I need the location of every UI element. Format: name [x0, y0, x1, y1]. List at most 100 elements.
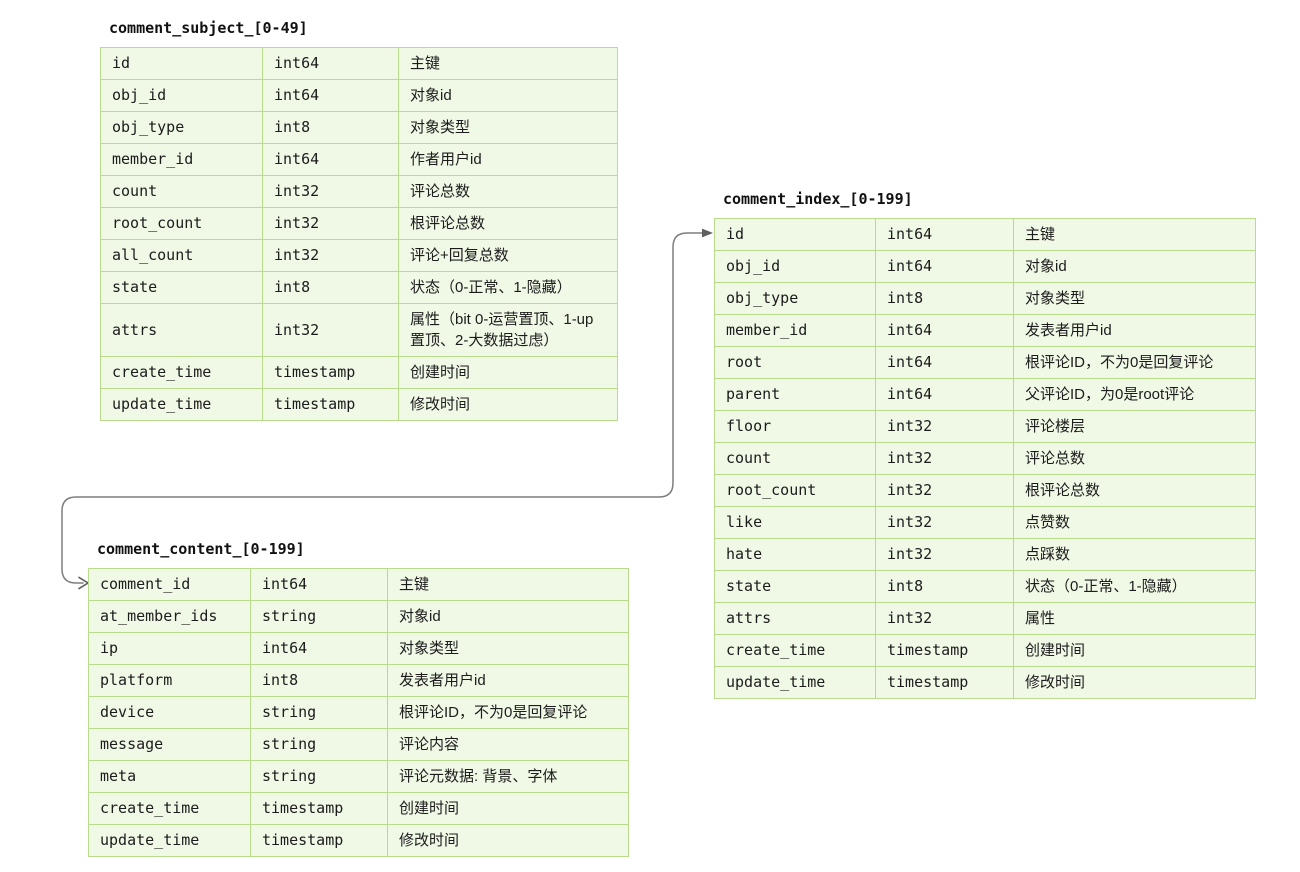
- table-row: all_count int32 评论+回复总数: [100, 239, 618, 272]
- field-type-cell: int8: [875, 570, 1014, 603]
- table-row: create_time timestamp 创建时间: [100, 356, 618, 389]
- table-row: hate int32 点踩数: [714, 538, 1256, 571]
- field-type-cell: int8: [262, 271, 399, 304]
- field-type-cell: int32: [262, 175, 399, 208]
- table-row: root_count int32 根评论总数: [100, 207, 618, 240]
- field-desc-cell: 作者用户id: [398, 143, 618, 176]
- field-type-cell: int64: [250, 568, 388, 601]
- field-desc-cell: 主键: [1013, 218, 1256, 251]
- field-desc-cell: 评论内容: [387, 728, 629, 761]
- table-row: parent int64 父评论ID，为0是root评论: [714, 378, 1256, 411]
- table-row: member_id int64 发表者用户id: [714, 314, 1256, 347]
- field-desc-cell: 修改时间: [1013, 666, 1256, 699]
- field-desc-cell: 创建时间: [387, 792, 629, 825]
- field-name-cell: at_member_ids: [88, 600, 251, 633]
- table-row: floor int32 评论楼层: [714, 410, 1256, 443]
- table-row: root_count int32 根评论总数: [714, 474, 1256, 507]
- table-row: member_id int64 作者用户id: [100, 143, 618, 176]
- field-name-cell: attrs: [100, 303, 263, 357]
- field-desc-cell: 创建时间: [398, 356, 618, 389]
- field-desc-cell: 对象id: [387, 600, 629, 633]
- field-type-cell: int32: [262, 239, 399, 272]
- table-row: create_time timestamp 创建时间: [88, 792, 629, 825]
- field-name-cell: create_time: [714, 634, 876, 667]
- entity-table-comment-index: id int64 主键 obj_id int64 对象id obj_type i…: [714, 218, 1256, 699]
- table-row: obj_type int8 对象类型: [100, 111, 618, 144]
- field-desc-cell: 属性: [1013, 602, 1256, 635]
- table-row: obj_type int8 对象类型: [714, 282, 1256, 315]
- field-desc-cell: 对象类型: [1013, 282, 1256, 315]
- field-desc-cell: 修改时间: [387, 824, 629, 857]
- field-type-cell: int32: [262, 303, 399, 357]
- field-type-cell: int64: [875, 218, 1014, 251]
- field-type-cell: int32: [875, 442, 1014, 475]
- field-type-cell: int8: [250, 664, 388, 697]
- field-name-cell: root: [714, 346, 876, 379]
- field-name-cell: all_count: [100, 239, 263, 272]
- field-name-cell: count: [714, 442, 876, 475]
- field-name-cell: meta: [88, 760, 251, 793]
- field-type-cell: int64: [250, 632, 388, 665]
- field-type-cell: int64: [262, 143, 399, 176]
- arrowhead-into-comment-content-icon: [78, 576, 90, 590]
- table-row: platform int8 发表者用户id: [88, 664, 629, 697]
- field-type-cell: int64: [875, 314, 1014, 347]
- field-type-cell: timestamp: [262, 356, 399, 389]
- field-type-cell: int32: [262, 207, 399, 240]
- field-name-cell: count: [100, 175, 263, 208]
- field-name-cell: like: [714, 506, 876, 539]
- table-row: update_time timestamp 修改时间: [88, 824, 629, 857]
- field-desc-cell: 属性（bit 0-运营置顶、1-up置顶、2-大数据过虑）: [398, 303, 618, 357]
- field-desc-cell: 点赞数: [1013, 506, 1256, 539]
- field-type-cell: int32: [875, 474, 1014, 507]
- field-type-cell: int64: [875, 346, 1014, 379]
- field-desc-cell: 根评论ID，不为0是回复评论: [387, 696, 629, 729]
- field-type-cell: int32: [875, 602, 1014, 635]
- table-row: count int32 评论总数: [100, 175, 618, 208]
- table-row: state int8 状态（0-正常、1-隐藏）: [714, 570, 1256, 603]
- entity-table-comment-subject: id int64 主键 obj_id int64 对象id obj_type i…: [100, 47, 618, 421]
- table-title-comment-subject: comment_subject_[0-49]: [109, 19, 308, 37]
- table-row: root int64 根评论ID，不为0是回复评论: [714, 346, 1256, 379]
- field-name-cell: state: [100, 271, 263, 304]
- field-desc-cell: 对象类型: [387, 632, 629, 665]
- field-type-cell: int8: [262, 111, 399, 144]
- field-desc-cell: 根评论ID，不为0是回复评论: [1013, 346, 1256, 379]
- field-desc-cell: 对象类型: [398, 111, 618, 144]
- field-name-cell: message: [88, 728, 251, 761]
- table-row: id int64 主键: [714, 218, 1256, 251]
- table-row: ip int64 对象类型: [88, 632, 629, 665]
- field-desc-cell: 点踩数: [1013, 538, 1256, 571]
- field-type-cell: int8: [875, 282, 1014, 315]
- field-name-cell: obj_id: [100, 79, 263, 112]
- field-type-cell: int32: [875, 538, 1014, 571]
- table-comment-subject: comment_subject_[0-49] id int64 主键 obj_i…: [100, 19, 618, 421]
- field-desc-cell: 发表者用户id: [1013, 314, 1256, 347]
- table-row: update_time timestamp 修改时间: [100, 388, 618, 421]
- table-row: at_member_ids string 对象id: [88, 600, 629, 633]
- table-row: attrs int32 属性（bit 0-运营置顶、1-up置顶、2-大数据过虑…: [100, 303, 618, 357]
- field-name-cell: parent: [714, 378, 876, 411]
- field-type-cell: int64: [262, 79, 399, 112]
- table-row: like int32 点赞数: [714, 506, 1256, 539]
- field-desc-cell: 发表者用户id: [387, 664, 629, 697]
- table-title-comment-content: comment_content_[0-199]: [97, 540, 305, 558]
- field-desc-cell: 主键: [387, 568, 629, 601]
- table-row: meta string 评论元数据: 背景、字体: [88, 760, 629, 793]
- field-name-cell: obj_id: [714, 250, 876, 283]
- field-name-cell: device: [88, 696, 251, 729]
- table-title-comment-index: comment_index_[0-199]: [723, 190, 913, 208]
- field-name-cell: platform: [88, 664, 251, 697]
- field-type-cell: timestamp: [875, 634, 1014, 667]
- field-name-cell: id: [714, 218, 876, 251]
- field-type-cell: timestamp: [250, 792, 388, 825]
- field-name-cell: member_id: [100, 143, 263, 176]
- table-row: comment_id int64 主键: [88, 568, 629, 601]
- table-row: id int64 主键: [100, 47, 618, 80]
- table-row: message string 评论内容: [88, 728, 629, 761]
- field-type-cell: string: [250, 600, 388, 633]
- field-desc-cell: 状态（0-正常、1-隐藏）: [1013, 570, 1256, 603]
- field-name-cell: update_time: [100, 388, 263, 421]
- field-desc-cell: 主键: [398, 47, 618, 80]
